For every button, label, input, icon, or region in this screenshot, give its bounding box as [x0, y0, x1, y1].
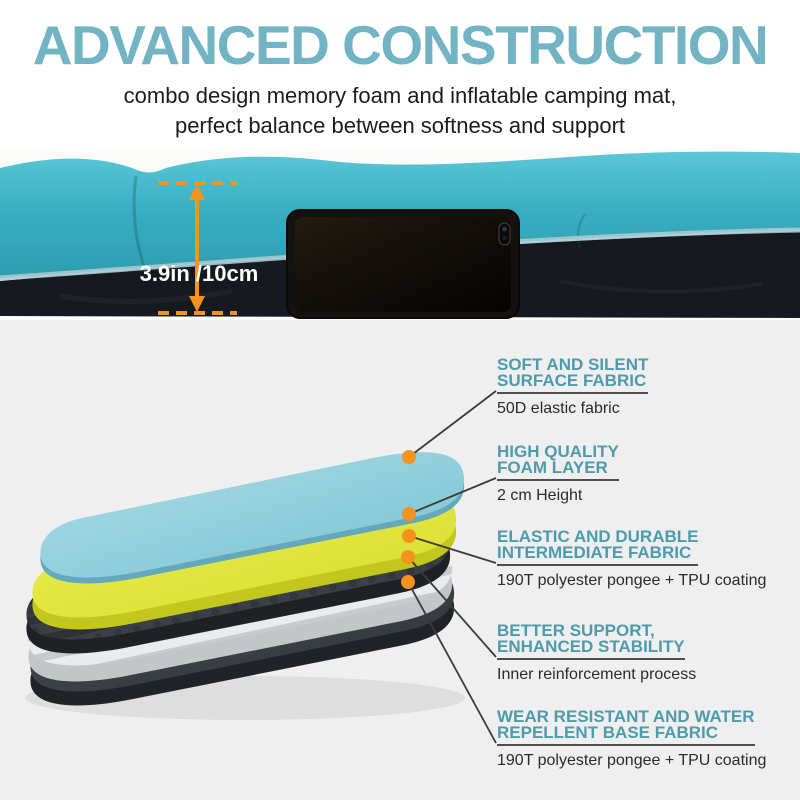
- callout-heading: WEAR RESISTANT AND WATER REPELLENT BASE …: [497, 707, 755, 746]
- callout-support-stability: BETTER SUPPORT, ENHANCED STABILITY Inner…: [497, 621, 787, 684]
- callout-heading-line1: ELASTIC AND DURABLE: [497, 527, 699, 546]
- callout-description: 50D elastic fabric: [497, 400, 620, 417]
- callout-intermediate-fabric: ELASTIC AND DURABLE INTERMEDIATE FABRIC …: [497, 527, 787, 590]
- page-title: ADVANCED CONSTRUCTION: [32, 14, 769, 76]
- callout-line-2: [408, 477, 497, 515]
- callout-heading-line1: HIGH QUALITY: [497, 442, 619, 461]
- callout-dot-2: [402, 507, 416, 521]
- callout-heading-line2: REPELLENT BASE FABRIC: [497, 723, 719, 742]
- callout-surface-fabric: SOFT AND SILENT SURFACE FABRIC 50D elast…: [497, 355, 787, 418]
- header: ADVANCED CONSTRUCTION combo design memor…: [0, 16, 800, 141]
- callout-heading-line2: SURFACE FABRIC: [497, 371, 647, 390]
- callout-dot-3: [402, 529, 416, 543]
- page-subtitle: combo design memory foam and inflatable …: [0, 81, 800, 141]
- callout-dots: [401, 450, 416, 589]
- arrow-down-icon: [189, 296, 205, 312]
- arrow-up-icon: [189, 184, 205, 200]
- callout-dot-1: [402, 450, 416, 464]
- callout-heading: ELASTIC AND DURABLE INTERMEDIATE FABRIC: [497, 527, 699, 566]
- callout-line-4: [407, 556, 497, 658]
- subtitle-line-2: perfect balance between softness and sup…: [174, 113, 626, 138]
- mat-fold-shadow: [59, 288, 233, 304]
- callout-description: 190T polyester pongee + TPU coating: [497, 572, 767, 589]
- subtitle-line-1: combo design memory foam and inflatable …: [123, 83, 677, 108]
- callout-line-5: [407, 581, 497, 744]
- callout-foam-layer: HIGH QUALITY FOAM LAYER 2 cm Height: [497, 442, 787, 505]
- callout-heading: SOFT AND SILENT SURFACE FABRIC: [497, 355, 649, 394]
- callout-heading: HIGH QUALITY FOAM LAYER: [497, 442, 619, 481]
- callout-dot-4: [401, 550, 415, 564]
- mat-seam-crease: [576, 213, 587, 249]
- callout-description: 190T polyester pongee + TPU coating: [497, 752, 767, 769]
- product-photo: 3.9in /10cm: [0, 148, 800, 320]
- callout-dot-5: [401, 575, 415, 589]
- exploded-layer-diagram: [25, 452, 465, 720]
- mat-seam-crease: [132, 175, 148, 273]
- callout-heading-line1: SOFT AND SILENT: [497, 355, 649, 374]
- callout-heading-line1: BETTER SUPPORT,: [497, 621, 655, 640]
- callout-heading: BETTER SUPPORT, ENHANCED STABILITY: [497, 621, 685, 660]
- callout-line-1: [408, 390, 497, 458]
- callout-heading-line1: WEAR RESISTANT AND WATER: [497, 707, 755, 726]
- phone-camera: [498, 222, 511, 246]
- measurement-label: 3.9in /10cm: [140, 261, 259, 286]
- callout-connectors: [407, 390, 497, 744]
- callout-heading-line2: ENHANCED STABILITY: [497, 637, 685, 656]
- mat-fold-shadow: [559, 279, 763, 294]
- callout-description: 2 cm Height: [497, 487, 583, 504]
- phone: [286, 209, 520, 319]
- callout-base-fabric: WEAR RESISTANT AND WATER REPELLENT BASE …: [497, 707, 787, 770]
- thickness-annotation: 3.9in /10cm: [140, 181, 259, 315]
- callout-heading-line2: FOAM LAYER: [497, 458, 608, 477]
- callout-heading-line2: INTERMEDIATE FABRIC: [497, 543, 692, 562]
- callout-line-3: [408, 535, 497, 564]
- callout-description: Inner reinforcement process: [497, 666, 697, 683]
